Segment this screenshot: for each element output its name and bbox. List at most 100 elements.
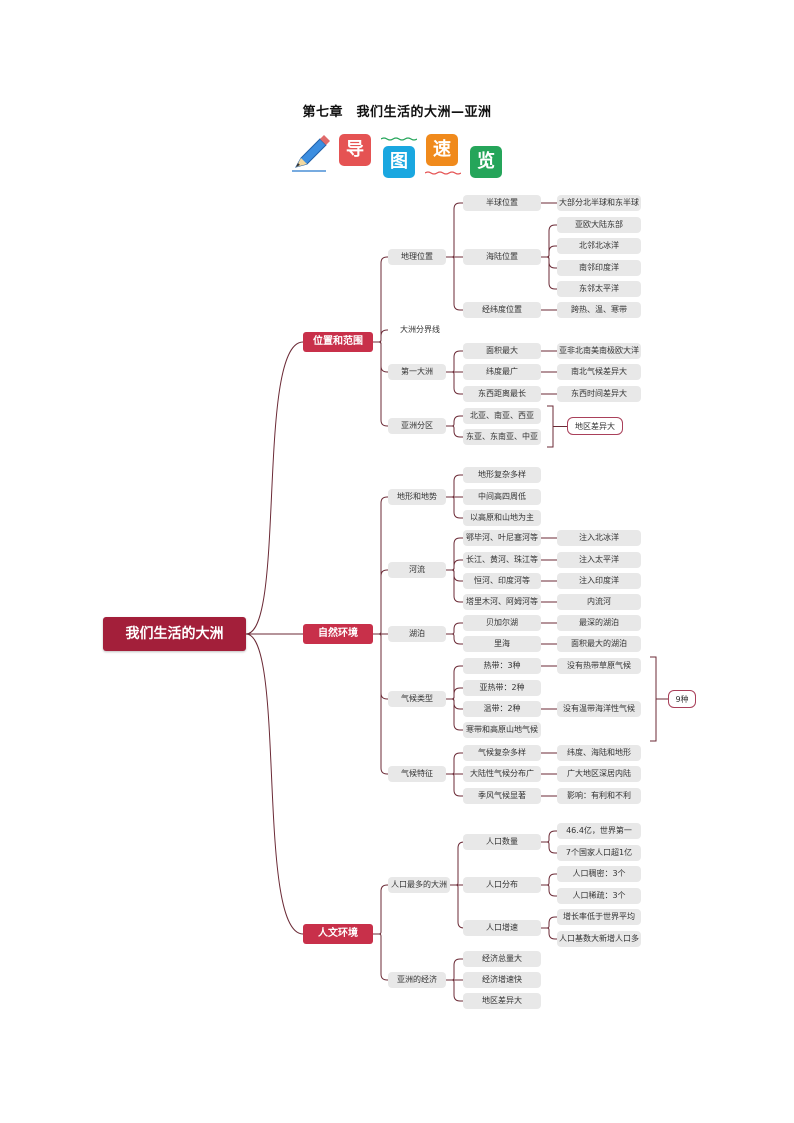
connector-ew [446, 371, 463, 395]
node-c1: 亚热带：2种 [463, 680, 541, 696]
node-c3: 寒带和高原山地气候 [463, 722, 541, 738]
node-dd0: 人口稠密：3个 [557, 866, 641, 882]
node-t2: 以高原和山地为主 [463, 510, 541, 526]
node-lake: 湖泊 [388, 626, 446, 642]
connector-gd1 [541, 927, 557, 940]
connector-nd1 [541, 841, 557, 854]
node-reg0: 北亚、南亚、西亚 [463, 408, 541, 424]
node-first: 第一大洲 [388, 364, 446, 380]
node-reg_note: 地区差异大 [567, 417, 623, 435]
node-num: 人口数量 [463, 834, 541, 850]
node-ld0: 最深的湖泊 [557, 615, 641, 631]
node-cd2: 没有温带海洋性气候 [557, 701, 641, 717]
connector-num [450, 841, 465, 886]
node-f2: 季风气候显著 [463, 788, 541, 804]
node-geo: 地理位置 [388, 249, 446, 265]
node-e1: 经济增速快 [463, 972, 541, 988]
node-b1: 位置和范围 [303, 332, 373, 352]
node-fd1: 广大地区深居内陆 [557, 766, 641, 782]
connector-l1 [446, 633, 463, 645]
node-pop: 人口最多的大洲 [388, 877, 450, 893]
node-lat: 纬度最广 [463, 364, 541, 380]
connector-river [373, 569, 388, 635]
connector-f0 [446, 752, 463, 775]
node-cd0: 没有热带草原气候 [557, 658, 641, 674]
node-dd1: 人口稀疏：3个 [557, 888, 641, 904]
node-nd1: 7个国家人口超1亿 [557, 845, 641, 861]
node-nd0: 46.4亿，世界第一 [557, 823, 641, 839]
node-rd2: 注入印度洋 [557, 573, 641, 589]
node-area_d: 亚非北南美南极欧大洋 [557, 343, 641, 359]
connector-lon [446, 256, 463, 311]
connector-t0 [446, 474, 463, 498]
connector-reg1 [446, 425, 463, 438]
node-r1: 长江、黄河、珠江等 [463, 552, 541, 568]
connector-dd1 [541, 884, 557, 897]
node-sea3: 东邻太平洋 [557, 281, 641, 297]
node-sea1: 北邻北冰洋 [557, 238, 641, 254]
node-reg1: 东亚、东南亚、中亚 [463, 429, 541, 445]
bracket-regions [547, 405, 554, 448]
node-l1: 里海 [463, 636, 541, 652]
node-r3: 塔里木河、阿姆河等 [463, 594, 541, 610]
connector-grow [450, 884, 465, 929]
node-rd3: 内流河 [557, 594, 641, 610]
connector-pop [373, 884, 388, 935]
connector-geo [373, 256, 388, 343]
node-clim: 气候类型 [388, 691, 446, 707]
node-econ: 亚洲的经济 [388, 972, 446, 988]
node-r0: 鄂毕河、叶尼塞河等 [463, 530, 541, 546]
node-river: 河流 [388, 562, 446, 578]
connector-dd0 [541, 873, 557, 886]
node-c2: 温带：2种 [463, 701, 541, 717]
node-lon_d: 跨热、温、寒带 [557, 302, 641, 318]
page-title: 第七章 我们生活的大洲—亚洲 [302, 105, 492, 120]
connector-sea3 [541, 256, 557, 290]
connector-hemi [446, 202, 463, 258]
connector-r3 [446, 569, 463, 603]
node-gd1: 人口基数大新增人口多 [557, 931, 641, 947]
node-lon: 经纬度位置 [463, 302, 541, 318]
node-c0: 热带：3种 [463, 658, 541, 674]
connector-t2 [446, 496, 463, 519]
connector-b1 [245, 341, 304, 635]
connector-reg0 [446, 415, 463, 427]
node-gd0: 增长率低于世界平均 [557, 909, 641, 925]
connector-e2 [446, 979, 463, 1002]
node-fd0: 纬度、海陆和地形 [557, 745, 641, 761]
node-ew: 东西距离最长 [463, 386, 541, 402]
connector-nd0 [541, 830, 557, 843]
connector-feat [373, 633, 388, 775]
connector-econ [373, 933, 388, 981]
connector-c3 [446, 698, 463, 731]
node-border: 大洲分界线 [400, 325, 440, 334]
connector-f2 [446, 773, 463, 797]
node-e0: 经济总量大 [463, 951, 541, 967]
node-hemi_d: 大部分北半球和东半球 [557, 195, 641, 211]
node-sea2: 南邻印度洋 [557, 260, 641, 276]
connector-l0 [446, 622, 463, 635]
node-area: 面积最大 [463, 343, 541, 359]
node-f1: 大陆性气候分布广 [463, 766, 541, 782]
node-fd2: 影响：有利和不利 [557, 788, 641, 804]
connector-area [446, 350, 463, 373]
node-sea0: 亚欧大陆东部 [557, 217, 641, 233]
node-b2: 自然环境 [303, 624, 373, 644]
connector-reg [373, 341, 388, 427]
node-root: 我们生活的大洲 [103, 617, 246, 651]
node-b3: 人文环境 [303, 924, 373, 944]
node-l0: 贝加尔湖 [463, 615, 541, 631]
node-t1: 中间高四周低 [463, 489, 541, 505]
node-sea: 海陆位置 [463, 249, 541, 265]
node-dist: 人口分布 [463, 877, 541, 893]
node-ew_d: 东西时间差异大 [557, 386, 641, 402]
node-rd0: 注入北冰洋 [557, 530, 641, 546]
node-ld1: 面积最大的湖泊 [557, 636, 641, 652]
node-grow: 人口增速 [463, 920, 541, 936]
node-feat: 气候特征 [388, 766, 446, 782]
node-lat_d: 南北气候差异大 [557, 364, 641, 380]
node-r2: 恒河、印度河等 [463, 573, 541, 589]
node-t0: 地形复杂多样 [463, 467, 541, 483]
node-clim_note: 9种 [668, 690, 696, 708]
